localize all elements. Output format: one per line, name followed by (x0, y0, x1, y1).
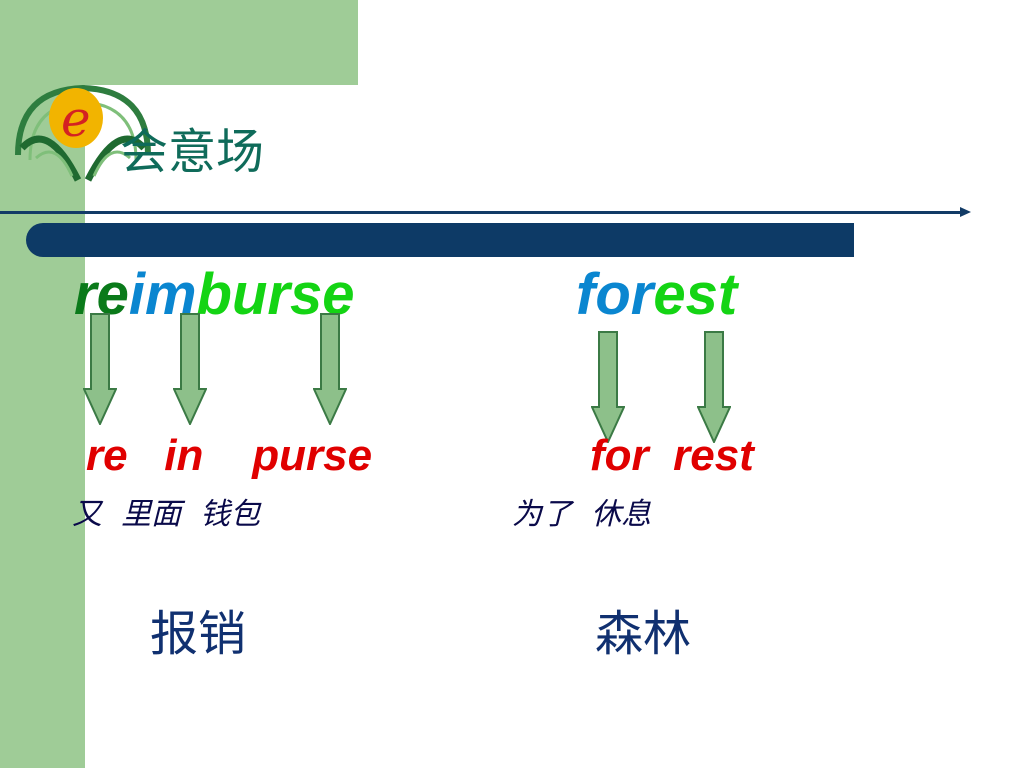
svg-text:e: e (61, 90, 91, 148)
down-arrow-icon (83, 313, 117, 425)
meaning-reimburse: 报销 (150, 606, 247, 662)
down-arrow-icon (173, 313, 207, 425)
parts-reimburse: re in purse (86, 431, 373, 480)
down-arrow-icon (313, 313, 347, 425)
word-segment: for (576, 262, 654, 327)
gloss-forest: 为了 休息 (512, 497, 652, 532)
top-decor-band (85, 0, 358, 85)
e-logo-icon: e (15, 84, 151, 182)
gloss-reimburse: 又 里面 钱包 (72, 497, 261, 532)
down-arrow-icon (697, 331, 731, 443)
word-segment: est (653, 262, 738, 327)
down-arrow-icon (591, 331, 625, 443)
header-bar (26, 223, 854, 257)
rule-arrowhead-icon (960, 207, 971, 217)
slide-title: 会意场 (120, 124, 265, 180)
title-rule (0, 211, 962, 214)
word-reimburse: reimburse (74, 266, 354, 324)
word-forest: forest (576, 266, 737, 324)
meaning-forest: 森林 (595, 606, 692, 662)
parts-forest: for rest (590, 431, 754, 480)
